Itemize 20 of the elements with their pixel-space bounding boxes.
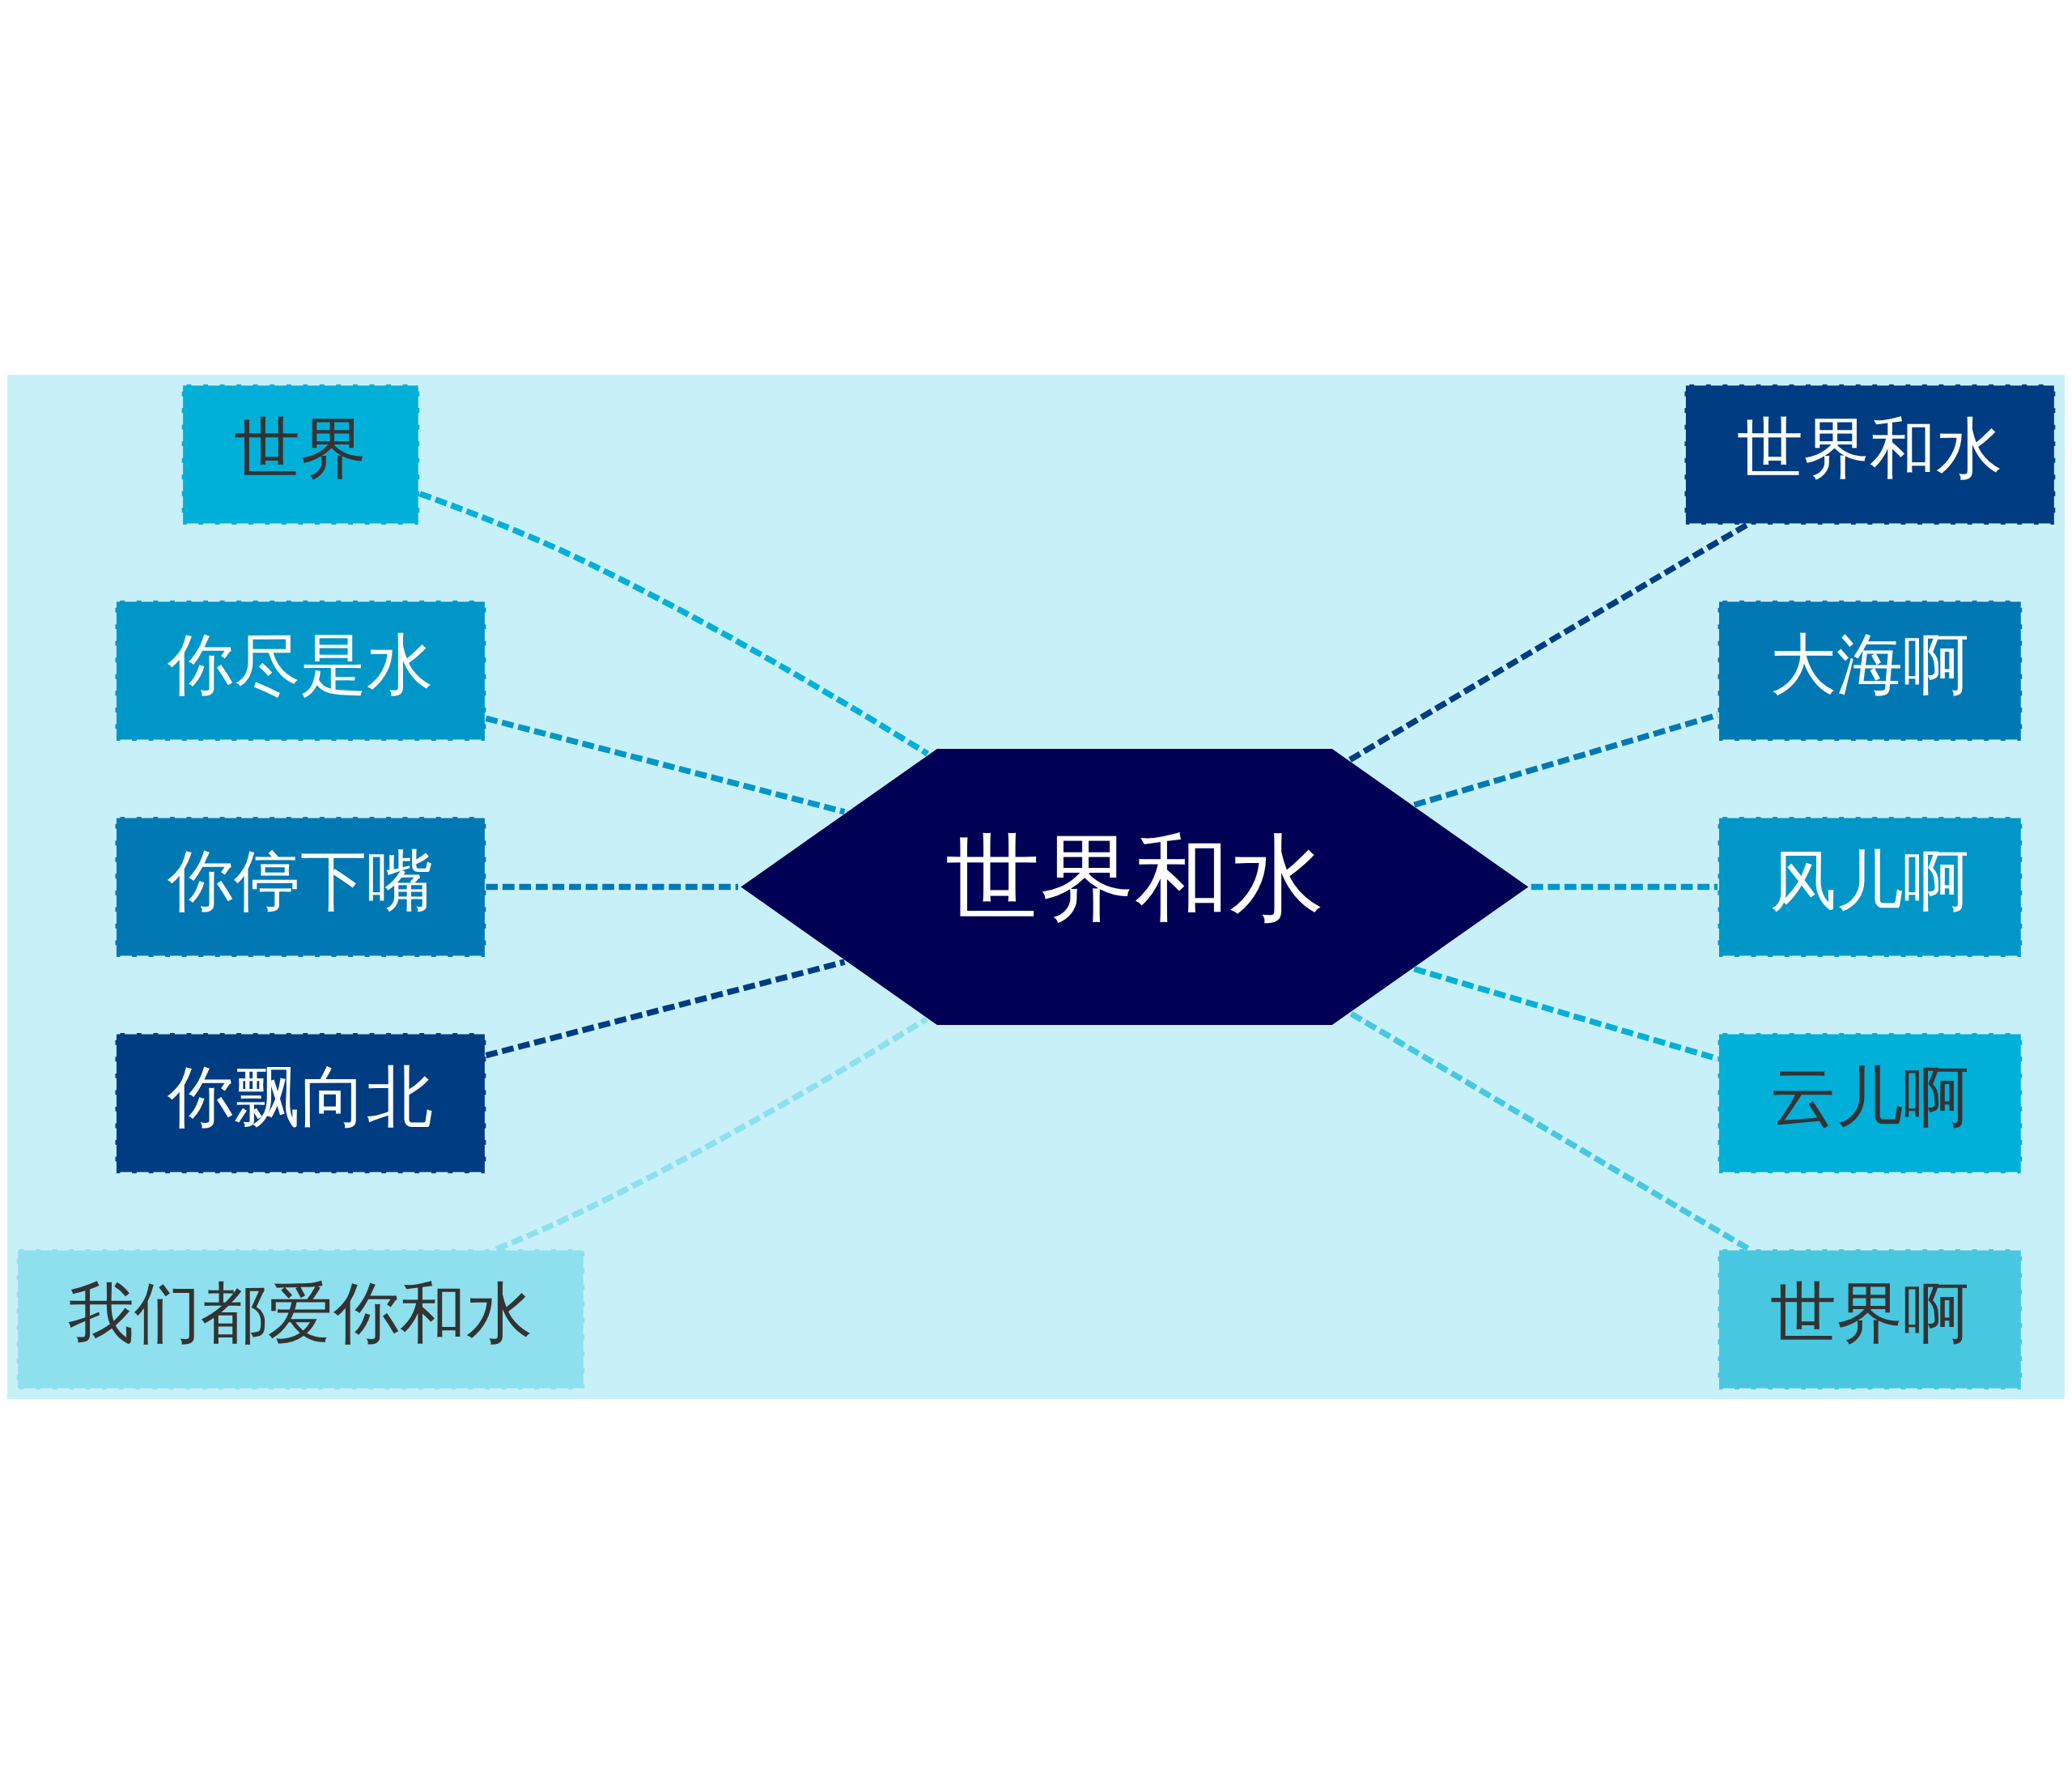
connector (1349, 1010, 1751, 1252)
node-box: 世界 (180, 382, 421, 525)
node-box: 你飘向北 (114, 1031, 487, 1175)
node-box: 世界啊 (1717, 1248, 2023, 1391)
connector (485, 959, 846, 1058)
node-box: 云儿啊 (1717, 1031, 2023, 1175)
connector (495, 1016, 928, 1252)
connector (1348, 521, 1748, 763)
connector (485, 715, 846, 814)
connector (1413, 965, 1718, 1061)
node-box: 风儿啊 (1717, 814, 2023, 959)
connector (1531, 883, 1718, 890)
node-box: 你尽是水 (114, 598, 487, 742)
connector (418, 490, 929, 756)
node-box: 我们都爱你和水 (15, 1248, 586, 1391)
node-box: 世界和水 (1684, 382, 2057, 525)
connector (1413, 712, 1718, 808)
node-box: 大海啊 (1717, 598, 2023, 742)
node-box: 你停下嘴 (114, 814, 487, 959)
connector (486, 883, 738, 890)
